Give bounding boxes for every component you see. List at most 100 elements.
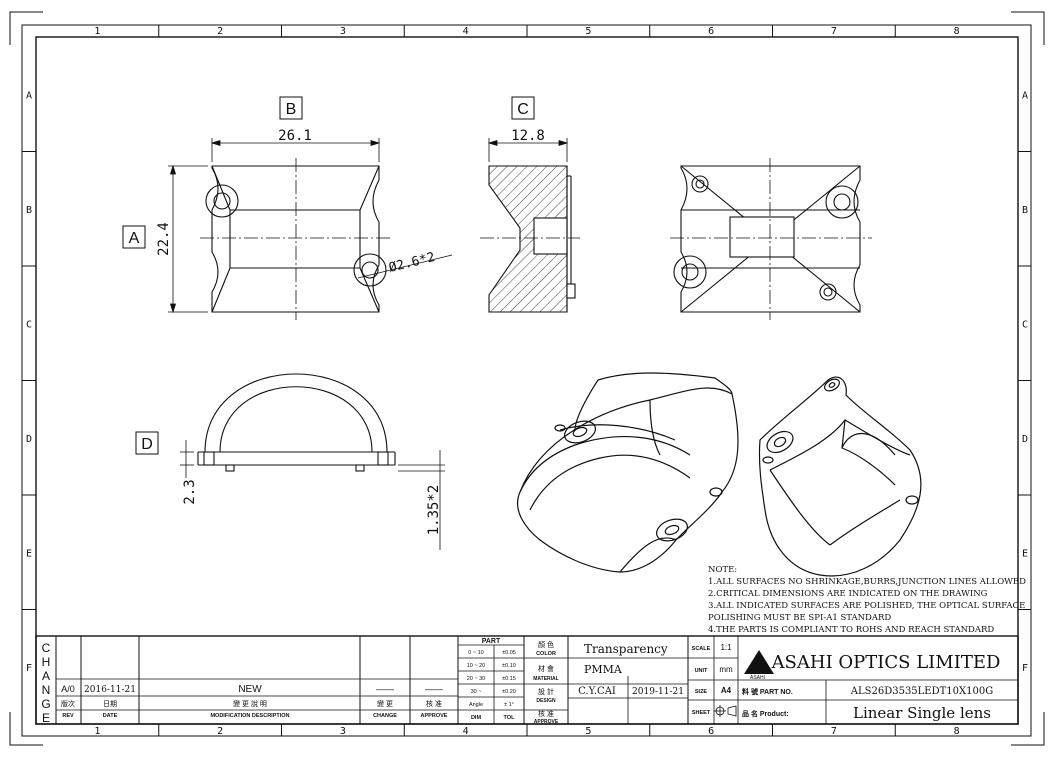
revision-row: A/0 2016-11-21 NEW —— —— [61, 684, 443, 695]
tol-value: ±0.10 [502, 663, 516, 669]
zone-column-label: 1 [94, 726, 100, 737]
zone-column-label: 6 [708, 26, 714, 37]
rev-change-value: —— [376, 684, 394, 694]
header-date: DATE [103, 713, 118, 719]
view-top [673, 165, 861, 313]
view-c-section [488, 165, 576, 313]
tol-range: Angle [469, 702, 483, 708]
view-d-label-box [135, 431, 159, 455]
zone-column-label: 1 [94, 26, 100, 37]
view-d-dim-right: 1.35*2 [426, 485, 442, 536]
rev-value: A/0 [61, 684, 75, 694]
property-values: Transparency PMMA C.Y.CAI 2019-11-21 [578, 642, 684, 697]
view-b-label: B [286, 101, 297, 118]
zone-row-label: D [26, 434, 32, 445]
change-letter: H [42, 655, 51, 669]
product-value: Linear Single lens [853, 704, 991, 722]
view-b-front [205, 165, 387, 313]
scale-label: SCALE [692, 646, 711, 652]
tol-value: ±0.20 [502, 689, 516, 695]
note-line-3: 3.ALL INDICATED SURFACES ARE POLISHED, T… [708, 601, 1025, 611]
view-a-label-box [122, 225, 146, 249]
header-change: CHANGE [373, 713, 397, 719]
logo-text: ASAHI [750, 675, 765, 681]
zone-column-label: 4 [463, 726, 469, 737]
zone-row-label: F [26, 663, 32, 674]
tol-range: 0 ~ 10 [468, 650, 483, 656]
part-no-label: 料 號 PART NO. [742, 687, 793, 696]
change-letter: N [42, 683, 51, 697]
change-letter: C [42, 641, 51, 655]
header-mod: MODIFICATION DESCRIPTION [210, 713, 289, 719]
tol-value: ±0.05 [502, 650, 516, 656]
revision-headers: 版次 REV 日期 DATE 變 更 說 明 MODIFICATION DESC… [61, 699, 448, 719]
tol-range: 10 ~ 20 [467, 663, 486, 669]
zone-column-label: 4 [463, 26, 469, 37]
change-letter: A [42, 669, 50, 683]
zone-column-label: 3 [340, 726, 346, 737]
property-labels: 顏 色 COLOR 材 會 MATERIAL 設 計 DESIGN 核 准 AP… [533, 640, 559, 725]
zone-column-label: 7 [831, 726, 837, 737]
view-a-label: A [129, 230, 140, 247]
tol-range: DIM [471, 715, 482, 721]
isometric-view-rear [758, 376, 922, 577]
notes-title: NOTE: [708, 565, 737, 575]
header-approve: APPROVE [421, 713, 448, 719]
rev-approve-value: —— [425, 684, 443, 694]
corner-marks [9, 11, 1045, 746]
unit-value: mm [719, 665, 733, 674]
zone-column-label: 3 [340, 26, 346, 37]
header-rev: REV [62, 713, 74, 719]
view-top-centerlines [670, 158, 872, 320]
zone-column-label: 7 [831, 26, 837, 37]
zone-ticks [22, 25, 1031, 736]
design-label: DESIGN [536, 698, 556, 704]
note-line-5: 4.THE PARTS IS COMPLIANT TO ROHS AND REA… [708, 625, 994, 635]
isometric-view-front [517, 372, 739, 573]
view-d-label: D [141, 436, 153, 453]
view-d-dimensions [180, 440, 445, 550]
view-b-width-dim: 26.1 [278, 128, 312, 144]
design-date-value: 2019-11-21 [632, 687, 684, 697]
zone-column-label: 5 [585, 726, 591, 737]
header-rev-cn: 版次 [61, 699, 75, 708]
size-value: A4 [721, 686, 732, 695]
tol-value: ± 1° [504, 702, 514, 708]
asahi-logo-icon [744, 650, 774, 674]
zone-row-label: E [26, 548, 32, 559]
change-letter: E [42, 711, 50, 725]
hole-diameter-dim: Ø2.6*2 [387, 250, 436, 276]
zone-row-label: B [1022, 205, 1028, 216]
header-approve-cn: 核 准 [426, 699, 442, 708]
view-c-label: C [517, 101, 529, 118]
unit-label: UNIT [695, 668, 708, 674]
part-no-value: ALS26D3535LEDT10X100G [850, 686, 993, 697]
change-letter: G [41, 697, 50, 711]
sheet-label: SHEET [692, 710, 711, 716]
zone-column-label: 8 [954, 26, 960, 37]
view-c-dimensions [480, 138, 580, 239]
color-label-cn: 顏 色 [538, 640, 554, 649]
rev-date-value: 2016-11-21 [84, 685, 136, 695]
change-letters: C H A N G E [41, 641, 50, 725]
zone-row-label: C [1022, 319, 1028, 330]
view-c-width-dim: 12.8 [511, 128, 545, 144]
approve-label-cn: 核 准 [538, 709, 554, 718]
view-a-height-dim: 22.4 [156, 222, 172, 256]
view-d-side [197, 373, 396, 472]
header-change-cn: 變 更 [377, 699, 393, 708]
rev-desc-value: NEW [238, 684, 262, 695]
view-b-label-box [279, 96, 303, 120]
tol-range: 20 ~ 30 [467, 676, 486, 682]
note-line-2: 2.CRITICAL DIMENSIONS ARE INDICATED ON T… [708, 589, 988, 599]
zone-column-label: 2 [217, 26, 223, 37]
zone-row-label: A [26, 90, 32, 101]
note-line-1: 1.ALL SURFACES NO SHRINKAGE,BURRS,JUNCTI… [708, 577, 1026, 587]
zone-column-label: 8 [954, 726, 960, 737]
zone-row-label: B [26, 205, 32, 216]
color-value: Transparency [584, 642, 668, 656]
tol-value: ±0.15 [502, 676, 516, 682]
view-d-dim-left: 2.3 [182, 479, 198, 504]
zone-row-label: D [1022, 434, 1028, 445]
